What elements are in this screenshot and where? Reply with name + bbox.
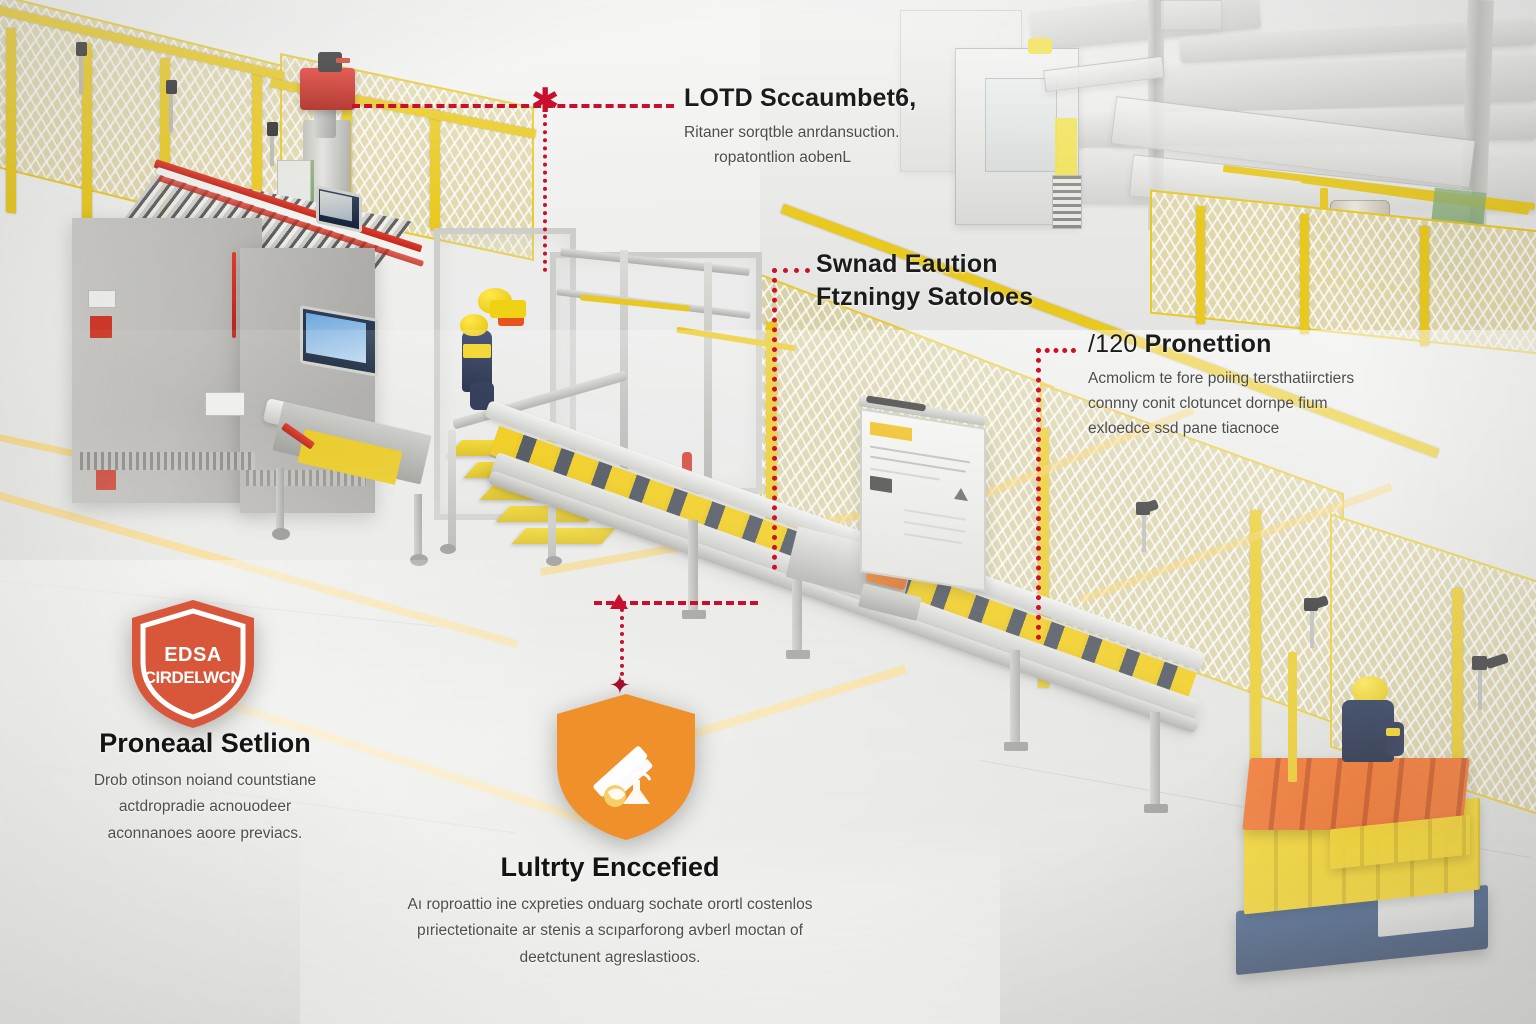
stack-light-neck xyxy=(314,108,336,138)
sensor-stem xyxy=(270,130,274,166)
callout-3-body-line-3: exloedce ssd pane tiacnoce xyxy=(1088,420,1280,438)
robot-yellow-cover xyxy=(490,300,526,318)
badge-quality-heading: Lultrty Enccefied xyxy=(500,852,720,882)
callout-1-title: LOTD Sccaumbet6, xyxy=(684,84,917,112)
callout-3-number: /120 xyxy=(1088,330,1138,358)
sensor-stem xyxy=(79,52,83,94)
badge-edsa-body: Drob otinson noiand countstiane actdropr… xyxy=(40,768,370,847)
badge-quality-text-block: Lultrty Enccefied Aı roproattio ine cxpr… xyxy=(320,852,900,971)
badge-edsa-text-block: Proneaal Setlion Drob otinson noiand cou… xyxy=(40,728,370,847)
badge-edsa-body-line-3: aconnanoes aoore previacs. xyxy=(107,824,303,842)
badge-edsa-heading: Proneaal Setlion xyxy=(99,728,311,758)
stack-light-indicator xyxy=(336,58,350,63)
badge-edsa-label-2: CIRDELWCN xyxy=(143,668,243,687)
callout-2-title-line-2: Ftzningy Satoloes xyxy=(816,283,1034,311)
callout-2-leader-horizontal xyxy=(772,268,810,273)
badge-quality-shield xyxy=(553,692,699,842)
machine-glass-door xyxy=(985,78,1057,172)
shield-icon xyxy=(557,694,695,840)
cabinet-nameplate xyxy=(88,290,116,308)
machine-grille xyxy=(1052,175,1082,229)
callout-1-asterisk-marker: ✱ xyxy=(531,82,560,120)
safety-sensor xyxy=(267,122,278,136)
callout-3-title-text: Pronettion xyxy=(1144,330,1272,358)
callout-2: Swnad Eaution Ftzningy Satoloes xyxy=(816,250,1033,312)
badge-quality-body-line-1: Aı roproattio ine cxpreties onduarg soch… xyxy=(407,896,813,913)
badge-2-leader-arrow xyxy=(610,594,628,609)
callout-3-body: Acmolicm te fore poiing tersthatiirctier… xyxy=(1088,366,1354,441)
badge-edsa-shield: EDSA CIRDELWCN xyxy=(128,598,258,730)
callout-1-drop-line xyxy=(543,114,547,272)
callout-3-body-line-2: connny conit clotuncet dornpe fium xyxy=(1088,395,1328,413)
shield-icon xyxy=(132,600,254,728)
badge-quality-body: Aı roproattio ine cxpreties onduarg soch… xyxy=(320,892,900,971)
callout-3-leader-vertical xyxy=(1036,348,1041,640)
sensor-stem xyxy=(169,92,173,132)
callout-2-title-line-1: Swnad Eaution xyxy=(816,250,998,278)
cabinet-cable xyxy=(232,252,236,338)
callout-1: LOTD Sccaumbet6, Ritaner sorqtble anrdan… xyxy=(684,84,916,170)
badge-edsa-body-line-1: Drob otinson noiand countstiane xyxy=(93,772,317,789)
callout-1-body: Ritaner sorqtble anrdansuction. ropatont… xyxy=(684,120,916,170)
badge-quality-body-line-3: deetctunent agreslastioos. xyxy=(519,948,701,966)
callout-1-body-line-2: ropatontlion aobenL xyxy=(714,149,852,167)
callout-3-leader-horizontal xyxy=(1036,348,1076,353)
badge-edsa-body-line-2: actdropradie acnouodeer xyxy=(118,798,292,816)
badge-edsa-label-1: EDSA xyxy=(164,644,222,666)
machine-beacon xyxy=(1028,38,1052,54)
callout-3-body-line-1: Acmolicm te fore poiing tersthatiirctier… xyxy=(1088,370,1355,387)
machine-yellow-panel xyxy=(1055,118,1077,176)
callout-3-title: /120 Pronettion xyxy=(1088,330,1354,359)
background-machine xyxy=(1160,0,1222,30)
callout-2-leader-vertical xyxy=(772,268,777,570)
double-stripe-flask-icon xyxy=(593,746,653,807)
badge-2-leader-horizontal xyxy=(594,601,758,605)
badge-2-star-marker: ✦ xyxy=(609,670,631,700)
callout-1-leader-line xyxy=(352,104,674,108)
badge-2-leader-vertical xyxy=(620,608,624,684)
badge-quality-body-line-2: pıriectetionaite ar stenis a scıparforon… xyxy=(417,922,803,940)
safety-sensor xyxy=(76,42,87,56)
stack-light-top-sensor xyxy=(318,52,342,72)
callout-3: /120 Pronettion Acmolicm te fore poiing … xyxy=(1088,330,1354,441)
safety-sensor xyxy=(166,80,177,94)
stack-light-red xyxy=(300,68,355,110)
callout-1-body-line-1: Ritaner sorqtble anrdansuction. xyxy=(684,124,900,141)
